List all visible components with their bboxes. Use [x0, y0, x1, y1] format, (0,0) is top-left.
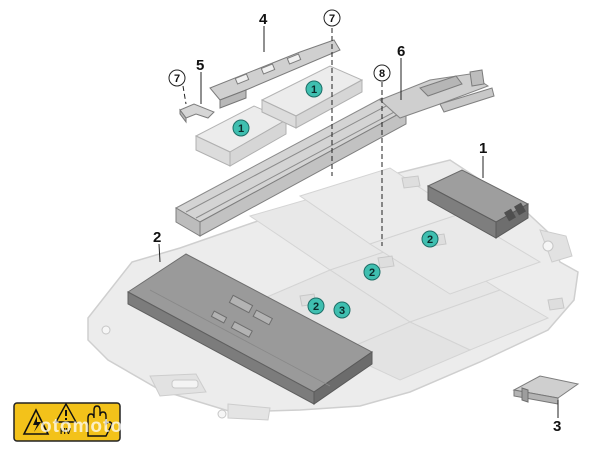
mounting-bracket [209, 39, 341, 109]
clip-bracket [179, 103, 215, 124]
svg-text:1: 1 [311, 84, 317, 96]
svg-text:2: 2 [427, 234, 433, 246]
battery-tray [87, 159, 579, 421]
reference-lines [182, 28, 383, 246]
lightning-warning-icon [22, 408, 50, 435]
callout-4: 4 [259, 11, 268, 28]
callout-1: 1 [479, 140, 487, 157]
teal-marker-2-left: 2 [307, 297, 325, 315]
svg-text:2: 2 [313, 301, 319, 313]
svg-text:1: 1 [238, 123, 244, 135]
leader-lines [158, 26, 559, 418]
svg-text:8: 8 [379, 68, 385, 80]
hand-protection-icon [87, 405, 113, 437]
callout-2: 2 [153, 229, 161, 246]
watermark: otomoto [40, 416, 123, 437]
teal-marker-3: 3 [333, 301, 351, 319]
teal-marker-2-right: 2 [421, 230, 439, 248]
top-frame-harness [174, 69, 495, 237]
battery-module-small [426, 169, 530, 239]
teal-marker-1-right: 1 [305, 80, 323, 98]
circled-ref-7-left: 7 [168, 69, 186, 87]
callout-3: 3 [553, 418, 561, 435]
circled-ref-7-top: 7 [323, 9, 341, 27]
svg-text:2: 2 [369, 267, 375, 279]
circled-ref-8: 8 [373, 64, 391, 82]
battery-module-large [127, 253, 373, 405]
callout-5: 5 [196, 57, 204, 74]
callout-6: 6 [397, 43, 405, 60]
svg-text:7: 7 [329, 13, 335, 25]
small-bracket [512, 375, 580, 405]
teal-marker-1-left: 1 [232, 119, 250, 137]
caution-triangle-icon: HV [54, 402, 78, 436]
svg-text:3: 3 [339, 305, 345, 317]
high-voltage-warning-label: HV [13, 402, 121, 442]
svg-text:HV: HV [60, 427, 72, 436]
svg-text:7: 7 [174, 73, 180, 85]
teal-marker-2-center: 2 [363, 263, 381, 281]
